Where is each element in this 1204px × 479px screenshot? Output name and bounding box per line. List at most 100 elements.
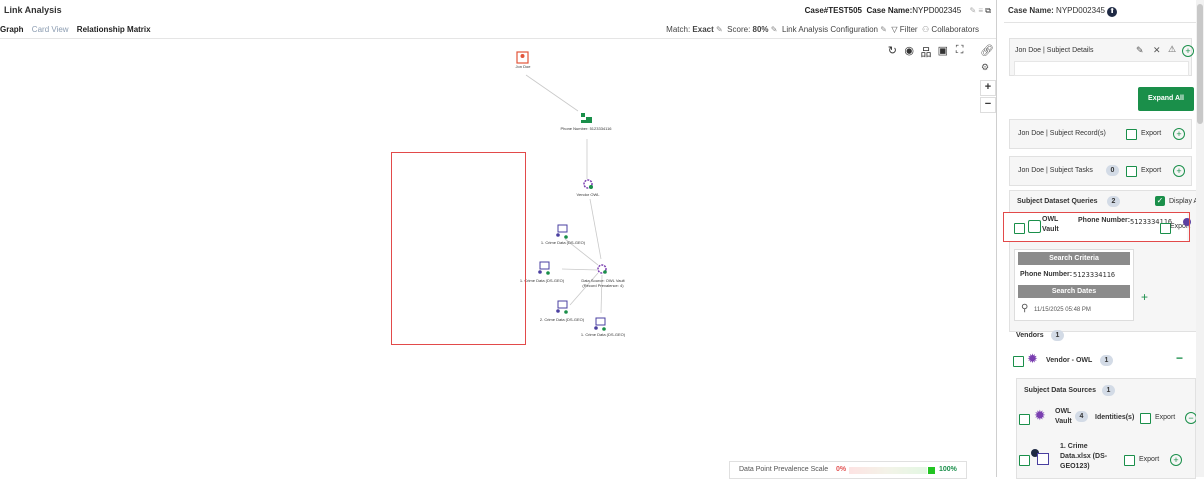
vendor-icon: ✹ xyxy=(1027,351,1038,366)
tasks-checkbox[interactable] xyxy=(1126,166,1137,177)
ds-owl-checkbox[interactable] xyxy=(1019,414,1030,425)
match-value: Exact xyxy=(692,25,714,34)
panel-case-name: Case Name: NYPD002345 ⬆ xyxy=(1008,6,1118,17)
identities-export[interactable]: Export xyxy=(1155,414,1176,421)
edge xyxy=(600,274,603,314)
scale-min: 0% xyxy=(836,466,847,473)
page-title: Link Analysis xyxy=(4,5,62,15)
tab-card-view[interactable]: Card View xyxy=(31,25,69,34)
panel-scrollbar-thumb[interactable] xyxy=(1197,4,1203,124)
query-remove-icon[interactable] xyxy=(1183,218,1191,226)
zoom-out-button[interactable]: − xyxy=(980,97,996,113)
datasource-icon xyxy=(595,317,606,326)
vendor-icon xyxy=(583,179,593,189)
vault-icon: ✹ xyxy=(1034,407,1046,423)
panel-case-name-label: Case Name: xyxy=(1008,6,1054,15)
records-export[interactable]: Export xyxy=(1141,130,1162,137)
case-name-label: Case Name: xyxy=(866,6,913,15)
popout-icon[interactable]: ⧉ xyxy=(985,6,991,15)
node-label: Vendor OWL xyxy=(576,192,600,197)
identities-checkbox[interactable] xyxy=(1140,413,1151,424)
vault-icon xyxy=(597,264,607,274)
query-checkbox[interactable] xyxy=(1014,223,1025,234)
panel-divider xyxy=(1004,22,1196,23)
save-icon[interactable]: ▣ xyxy=(937,45,948,57)
query-phone-label: Phone Number: xyxy=(1078,217,1131,224)
node-label: Data Source: OWL Vault (Record Prevalenc… xyxy=(581,278,625,288)
subject-records-card: Jon Doe | Subject Record(s) Export + xyxy=(1009,119,1192,149)
identities-label: Identities(s) xyxy=(1095,414,1135,421)
hierarchy-icon[interactable]: 品 xyxy=(920,47,932,59)
node-label: 1. Crime Data (DS-GEO) xyxy=(519,278,565,283)
tab-relationship-matrix[interactable]: Relationship Matrix xyxy=(76,25,151,34)
fullscreen-icon[interactable]: ⛶ xyxy=(955,44,964,56)
search-criteria-box: Search Criteria Phone Number: 5123334116… xyxy=(1014,249,1134,321)
vendor-checkbox[interactable] xyxy=(1013,356,1024,367)
node-owl-vault[interactable] xyxy=(597,264,607,274)
add-record-icon[interactable]: + xyxy=(1173,128,1185,140)
crime-export-checkbox[interactable] xyxy=(1124,455,1135,466)
display-all-checkbox[interactable]: ✓ xyxy=(1155,196,1165,206)
query-phone-value: 5123334116 xyxy=(1130,218,1173,226)
collaborators-icon: ⚇ xyxy=(922,25,930,34)
search-criteria-value: 5123334116 xyxy=(1073,271,1116,279)
node-ds-4[interactable] xyxy=(594,317,606,331)
query-export-checkbox[interactable] xyxy=(1160,223,1171,234)
crime-export[interactable]: Export xyxy=(1139,456,1160,463)
node-phone[interactable] xyxy=(581,113,592,123)
phone-icon xyxy=(581,113,585,117)
edge xyxy=(561,268,598,271)
edit-icon[interactable]: ✎ xyxy=(969,6,977,15)
scale-gradient xyxy=(849,467,927,474)
filter-button[interactable]: Filter xyxy=(899,25,918,34)
node-ds-3[interactable] xyxy=(556,300,568,314)
link-graph-canvas[interactable] xyxy=(0,39,996,477)
collaborators-button[interactable]: Collaborators xyxy=(931,25,979,34)
link-icon[interactable]: 🔗︎ xyxy=(980,45,994,57)
query-export[interactable]: Export xyxy=(1170,223,1191,230)
score-label: Score: xyxy=(727,25,751,34)
tab-graph[interactable]: Graph xyxy=(0,25,24,34)
node-label: 1. Crime Data (DS-GEO) xyxy=(580,332,626,337)
highlight-query xyxy=(1003,212,1190,242)
refresh-icon[interactable]: ↻ xyxy=(887,45,897,57)
match-edit-icon[interactable]: ✎ xyxy=(716,25,723,34)
crime-checkbox[interactable] xyxy=(1019,455,1030,466)
node-label: Phone Number: 5123334116 xyxy=(560,126,612,131)
settings-icon[interactable]: ⚙ xyxy=(981,62,990,72)
case-name-value: NYPD002345 xyxy=(912,6,962,15)
subject-tasks-title: Jon Doe | Subject Tasks xyxy=(1018,167,1093,174)
node-ds-2[interactable] xyxy=(538,261,550,275)
panel-scrollbar[interactable] xyxy=(1196,0,1204,477)
network-icon[interactable]: ⚠ xyxy=(1168,44,1177,54)
add-task-icon[interactable]: + xyxy=(1173,165,1185,177)
config-edit-icon[interactable]: ✎ xyxy=(880,25,887,34)
add-criteria-icon[interactable]: + xyxy=(1141,290,1149,304)
node-jon-doe[interactable] xyxy=(516,51,529,64)
display-all-label: Display All xyxy=(1169,198,1202,205)
search-date-value: 11/15/2025 05:48 PM xyxy=(1034,307,1091,313)
case-header: Case#TEST505 Case Name:NYPD002345 ✎ ≡ ⧉ xyxy=(805,6,991,16)
info-icon[interactable]: ⬆ xyxy=(1107,7,1118,17)
score-edit-icon[interactable]: ✎ xyxy=(770,25,778,34)
tasks-export[interactable]: Export xyxy=(1141,167,1162,174)
menu-icon[interactable]: ≡ xyxy=(978,6,984,15)
add-icon[interactable]: + xyxy=(1182,45,1194,57)
edge xyxy=(589,198,602,260)
score-value: 80% xyxy=(752,25,769,34)
zoom-in-button[interactable]: + xyxy=(980,80,996,96)
unlink-icon[interactable]: ✕ xyxy=(1153,45,1161,55)
link-analysis-config[interactable]: Link Analysis Configuration xyxy=(781,25,878,34)
eye-icon[interactable]: ◉ xyxy=(904,45,914,57)
edge xyxy=(569,272,599,306)
expand-all-button[interactable]: Expand All xyxy=(1138,87,1194,111)
edit-icon[interactable]: ✎ xyxy=(1136,45,1144,55)
node-vendor-owl[interactable] xyxy=(583,179,593,189)
collapse-vendor-icon[interactable]: − xyxy=(1176,351,1184,365)
query-row[interactable]: OWL Vault Phone Number: 5123334116 Expor… xyxy=(1004,213,1191,241)
filter-icon[interactable]: ▽ xyxy=(891,25,898,34)
node-ds-1[interactable] xyxy=(556,224,568,239)
crime-add-icon[interactable]: + xyxy=(1170,454,1182,466)
vendor-name: Vendor - OWL xyxy=(1046,357,1093,364)
records-checkbox[interactable] xyxy=(1126,129,1137,140)
